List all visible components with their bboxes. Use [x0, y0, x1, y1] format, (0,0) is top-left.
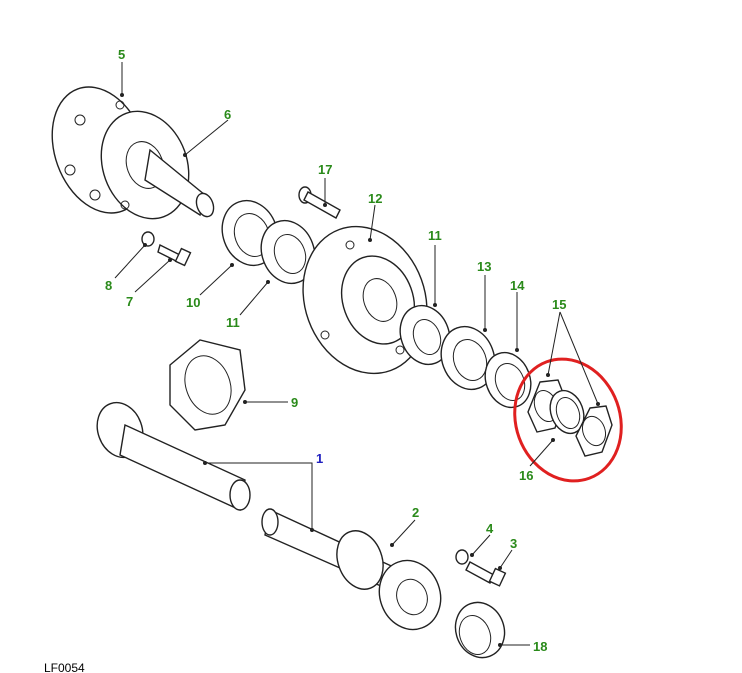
callout-14: 14 [510, 278, 525, 293]
part-hub-nuts-and-washer[interactable] [527, 379, 613, 457]
part-hub-cap[interactable] [448, 595, 512, 664]
highlight-circle [513, 357, 623, 483]
part-lock-washer-and-bolt[interactable] [141, 231, 192, 267]
part-bearing-cup[interactable] [433, 319, 504, 397]
callout-1: 1 [316, 451, 323, 466]
part-inner-bearing[interactable] [253, 213, 324, 291]
part-drive-flange[interactable] [329, 524, 450, 638]
part-washer-and-bolt-rear[interactable] [455, 549, 507, 587]
callout-2: 2 [412, 505, 419, 520]
callout-10: 10 [186, 295, 200, 310]
part-stub-axle[interactable] [35, 74, 216, 232]
callout-7: 7 [126, 294, 133, 309]
callout-11-inner: 11 [226, 315, 240, 330]
callout-8: 8 [105, 278, 112, 293]
callout-5: 5 [118, 47, 125, 62]
callout-15: 15 [552, 297, 566, 312]
callout-4: 4 [486, 521, 494, 536]
leader-lines [114, 62, 600, 647]
callout-9: 9 [291, 395, 298, 410]
callout-16: 16 [519, 468, 533, 483]
part-lock-plate[interactable] [169, 339, 246, 431]
part-outer-bearing[interactable] [392, 299, 458, 372]
part-hub[interactable] [283, 209, 447, 391]
callout-12: 12 [368, 191, 382, 206]
callout-18: 18 [533, 639, 547, 654]
part-wheel-stud[interactable] [298, 186, 341, 219]
diagram-reference-code: LF0054 [44, 661, 85, 673]
callout-3: 3 [510, 536, 517, 551]
callout-11-outer: 11 [428, 228, 442, 243]
callout-13: 13 [477, 259, 491, 274]
callout-17: 17 [318, 162, 332, 177]
callout-6: 6 [224, 107, 231, 122]
